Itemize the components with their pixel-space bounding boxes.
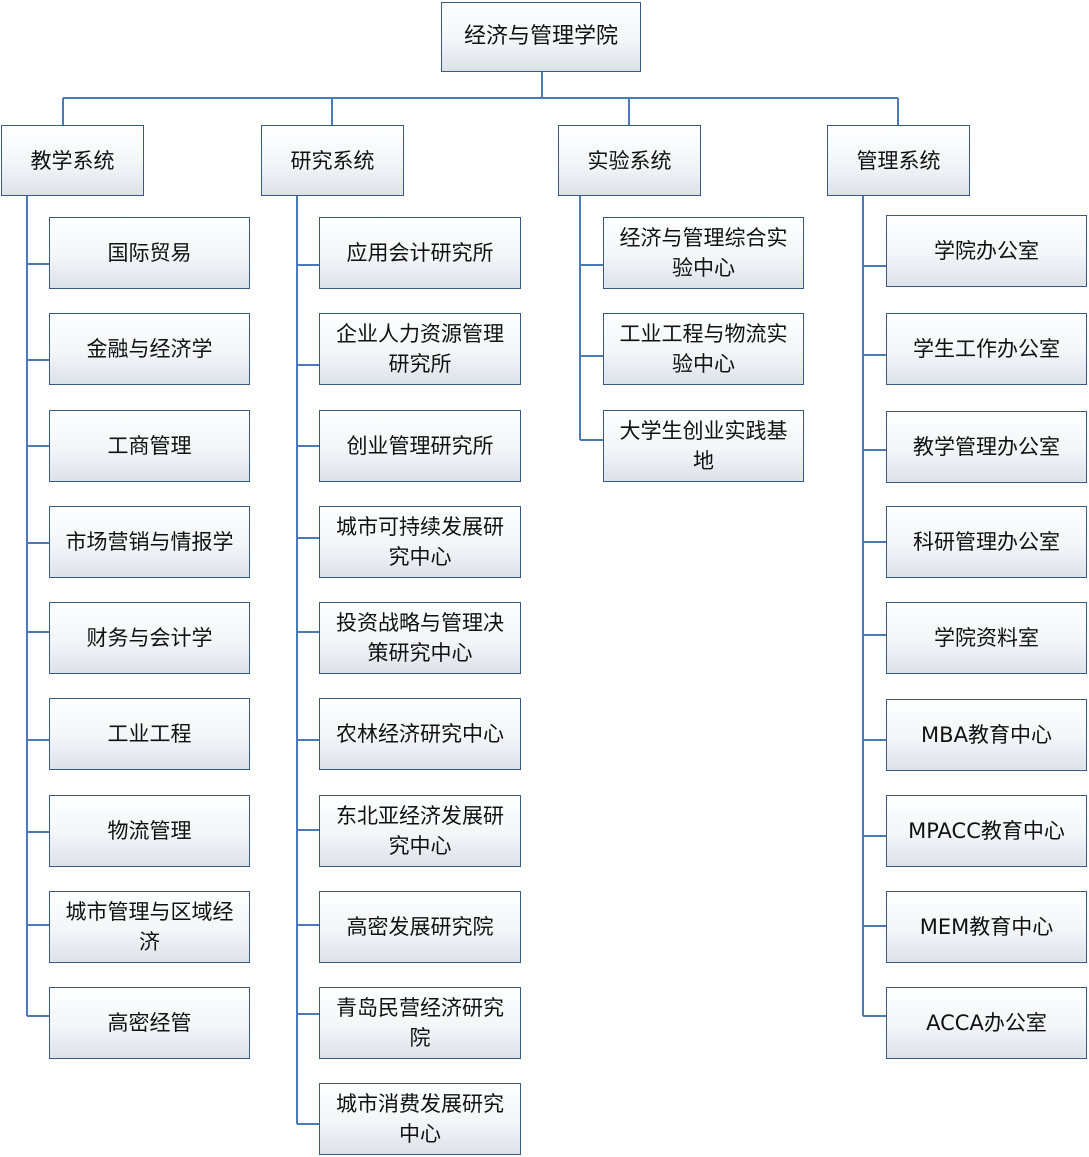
management-node: 学院办公室: [886, 215, 1087, 287]
research-node: 城市消费发展研究中心: [319, 1083, 521, 1155]
root-node: 经济与管理学院: [441, 2, 641, 72]
lab-node: 经济与管理综合实验中心: [603, 217, 804, 289]
teaching-node: 高密经管: [49, 987, 250, 1059]
management-node: 学生工作办公室: [886, 313, 1087, 385]
research-node: 青岛民营经济研究院: [319, 987, 521, 1059]
teaching-node: 金融与经济学: [49, 313, 250, 385]
teaching-node: 城市管理与区域经济: [49, 891, 250, 963]
teaching-node: 工商管理: [49, 410, 250, 482]
research-node: 高密发展研究院: [319, 891, 521, 963]
system-header-teaching: 教学系统: [1, 125, 144, 196]
system-header-research: 研究系统: [261, 125, 404, 196]
management-node: 教学管理办公室: [886, 411, 1087, 483]
research-node: 投资战略与管理决策研究中心: [319, 602, 521, 674]
teaching-node: 财务与会计学: [49, 602, 250, 674]
lab-node: 工业工程与物流实验中心: [603, 313, 804, 385]
research-node: 农林经济研究中心: [319, 698, 521, 770]
teaching-node: 国际贸易: [49, 217, 250, 289]
management-node: MBA教育中心: [886, 699, 1087, 771]
management-node: 科研管理办公室: [886, 506, 1087, 578]
research-node: 企业人力资源管理研究所: [319, 313, 521, 385]
research-node: 东北亚经济发展研究中心: [319, 795, 521, 867]
management-node: MPACC教育中心: [886, 795, 1087, 867]
teaching-node: 物流管理: [49, 795, 250, 867]
lab-node: 大学生创业实践基地: [603, 410, 804, 482]
research-node: 城市可持续发展研究中心: [319, 506, 521, 578]
management-node: MEM教育中心: [886, 891, 1087, 963]
teaching-node: 工业工程: [49, 698, 250, 770]
research-node: 应用会计研究所: [319, 217, 521, 289]
research-node: 创业管理研究所: [319, 410, 521, 482]
system-header-lab: 实验系统: [558, 125, 701, 196]
management-node: ACCA办公室: [886, 987, 1087, 1059]
system-header-management: 管理系统: [827, 125, 970, 196]
management-node: 学院资料室: [886, 602, 1087, 674]
teaching-node: 市场营销与情报学: [49, 506, 250, 578]
